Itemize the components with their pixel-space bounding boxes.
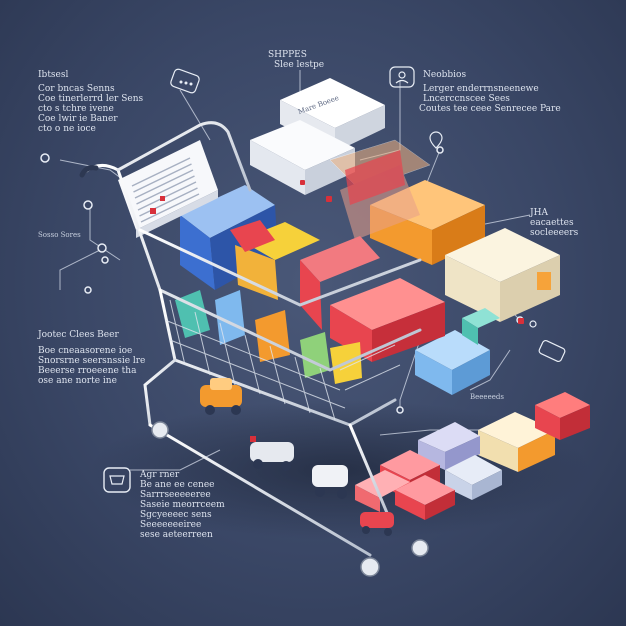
label-lower-mid: Beeeeeds <box>470 392 504 402</box>
label-bottom-left-line: Seeeeeeeiree <box>140 520 202 530</box>
label-top-left-line: cto o ne ioce <box>38 124 96 134</box>
label-lower-left-line: Beeerse rroeeene tha <box>38 366 137 376</box>
label-top-left-line: Coe lwir ie Baner <box>38 114 118 124</box>
cart-wheels <box>151 421 429 577</box>
toy-red-vehicle <box>360 512 394 536</box>
label-lower-left-line: Snorsrne seersnssie lre <box>38 356 146 366</box>
label-mid-right-line: socleeeers <box>530 228 579 238</box>
label-top-right-line: Coutes tee ceee Senrecee Pare <box>419 104 561 114</box>
user-icon <box>389 66 415 88</box>
red-accents <box>300 180 524 324</box>
receipt-line <box>137 181 197 211</box>
label-lower-mid-title: Beeeeeds <box>470 393 504 401</box>
label-mid-right-line: eacaettes <box>530 218 574 228</box>
label-top-left-line: cto s tchre ivene <box>38 104 114 114</box>
label-top-right-line: Lerger enderrnsneenewe <box>423 84 539 94</box>
chat-bubble-icon <box>170 68 200 94</box>
label-bottom-left-line: Saseie meorrceem <box>140 500 225 510</box>
label-top-right-line: Lncerccnscee Sees <box>423 94 510 104</box>
label-lower-left-line: Boe cneaasorene ioe <box>38 346 133 356</box>
label-lower-left-title: Jootec Clees Beer <box>38 330 119 340</box>
toy-orange-vehicle <box>200 378 242 415</box>
cart-grid <box>164 299 401 421</box>
label-bottom-left-line: Sgcyeeeec sens <box>140 510 212 520</box>
label-mid-right-title: JHA <box>530 208 548 218</box>
label-top-center-title: SHPPES <box>268 50 307 60</box>
label-bottom-left: Agr rner Be ane ee cenee Sarrrseeeeeree … <box>140 470 225 540</box>
glass-panel-red <box>345 150 405 205</box>
cart-icon <box>103 467 131 493</box>
floating-box-lavender <box>418 422 480 470</box>
label-bottom-left-title: Agr rner <box>140 470 180 480</box>
label-mid-left: Sosso Sores <box>38 230 81 240</box>
label-top-left: Ibtsesl Cor bncas Senns Coe tinerlerrd l… <box>38 70 143 134</box>
floating-box-red-bottom2 <box>355 470 410 512</box>
receipt-line <box>139 187 198 217</box>
receipt-line <box>134 169 194 199</box>
toy-white-vehicle <box>250 436 294 471</box>
receipt-line <box>131 157 191 187</box>
map-pin-icon <box>429 131 443 149</box>
label-top-right-title: Neobbios <box>423 70 467 80</box>
label-top-left-line: Cor bncas Senns <box>38 84 115 94</box>
label-top-right: Neobbios Lerger enderrnsneenewe Lncerccn… <box>419 70 561 114</box>
floating-box-pale <box>445 455 502 500</box>
floating-box-cream <box>445 228 560 322</box>
label-bottom-left-line: Be ane ee cenee <box>140 480 215 490</box>
receipt-line <box>136 175 195 205</box>
label-lower-left: Jootec Clees Beer Boe cneaasorene ioe Sn… <box>38 330 145 386</box>
label-mid-right: JHA eacaettes socleeeers <box>530 208 578 238</box>
floating-box-red-bottom3 <box>395 475 455 520</box>
label-mid-left-title: Sosso Sores <box>38 231 81 239</box>
receipt-red-marks <box>150 196 165 214</box>
receipt-line <box>140 193 200 223</box>
floating-box-teal <box>462 308 500 345</box>
cart-handle <box>79 165 99 178</box>
label-top-center-line: Slee lestpe <box>274 60 325 70</box>
label-lower-left-line: ose ane norte ine <box>38 376 117 386</box>
toy-white-vehicle-2 <box>312 465 348 499</box>
label-top-left-line: Coe tinerlerrd ler Sens <box>38 94 144 104</box>
tag-icon <box>538 339 566 363</box>
small-user-icon <box>529 320 537 328</box>
label-top-left-title: Ibtsesl <box>38 70 69 80</box>
label-top-center: SHPPES Slee lestpe <box>268 50 324 70</box>
receipt-lines <box>131 157 200 223</box>
floating-box-red-small <box>535 392 590 440</box>
floating-box-cream-small <box>478 412 555 472</box>
label-bottom-left-line: sese aeteerreen <box>140 530 213 540</box>
label-bottom-left-line: Sarrrseeeeeree <box>140 490 211 500</box>
receipt-line <box>133 163 192 193</box>
